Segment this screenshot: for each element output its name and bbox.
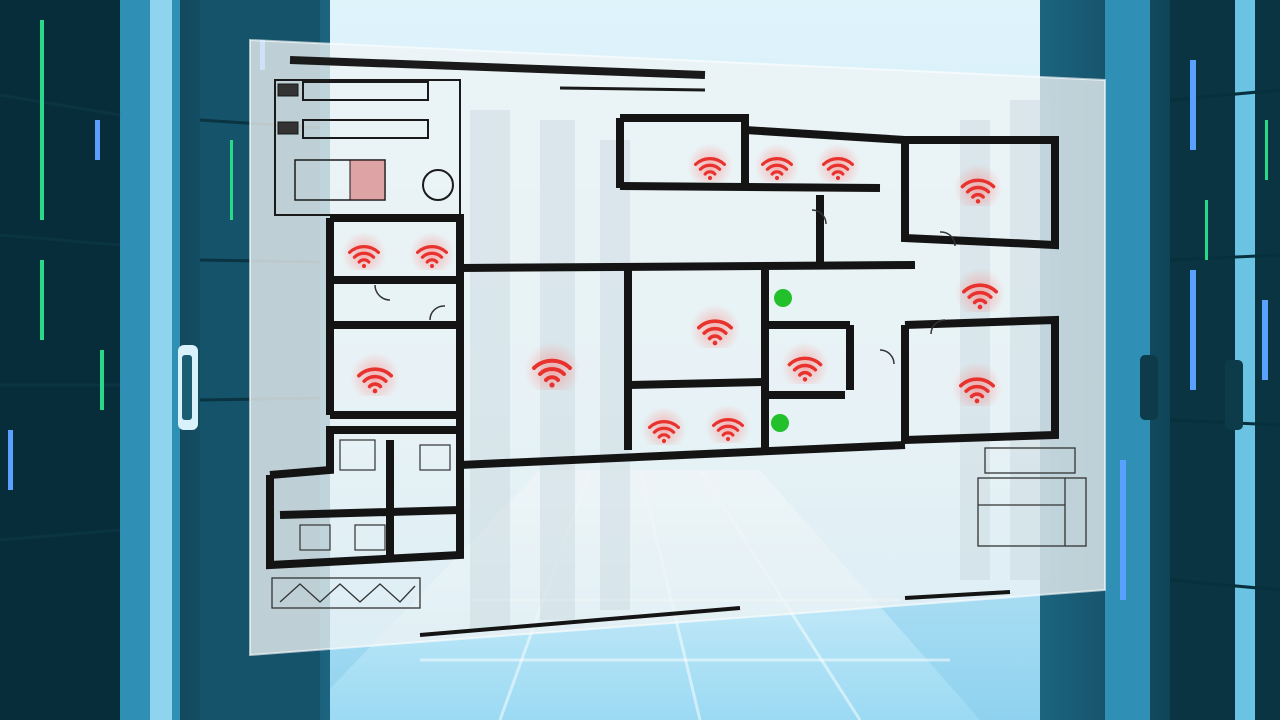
wifi-zone-top-corridor-2 xyxy=(753,142,801,182)
wifi-zone-top-corridor-1 xyxy=(686,142,734,182)
wifi-zone-west-upper-right xyxy=(408,230,456,270)
floorplan-walls xyxy=(266,114,1059,570)
floorplan-doors xyxy=(374,209,956,365)
wifi-zone-center-room xyxy=(688,302,742,348)
exit-doors-green xyxy=(771,289,792,432)
wifi-zone-south-room-1 xyxy=(640,405,688,445)
wifi-zone-north-east-room xyxy=(952,162,1004,206)
wifi-zone-south-room-2 xyxy=(704,403,752,443)
wifi-zone-top-corridor-3 xyxy=(814,142,862,182)
wifi-zone-west-middle xyxy=(348,350,402,396)
wifi-zone-small-center-room xyxy=(779,340,831,384)
title-block-bottom xyxy=(977,447,1087,547)
panel-rules xyxy=(419,590,1011,637)
wifi-zone-west-upper-left xyxy=(340,230,388,270)
wifi-zone-east-room xyxy=(953,266,1007,312)
legend-strip xyxy=(271,577,421,609)
panel-reflection xyxy=(470,100,1050,630)
title-block xyxy=(274,56,706,216)
wifi-zone-south-east-room xyxy=(950,360,1004,406)
right-server-racks xyxy=(1040,0,1280,720)
wifi-zone-main-hall xyxy=(522,340,582,390)
fixtures xyxy=(299,439,451,551)
